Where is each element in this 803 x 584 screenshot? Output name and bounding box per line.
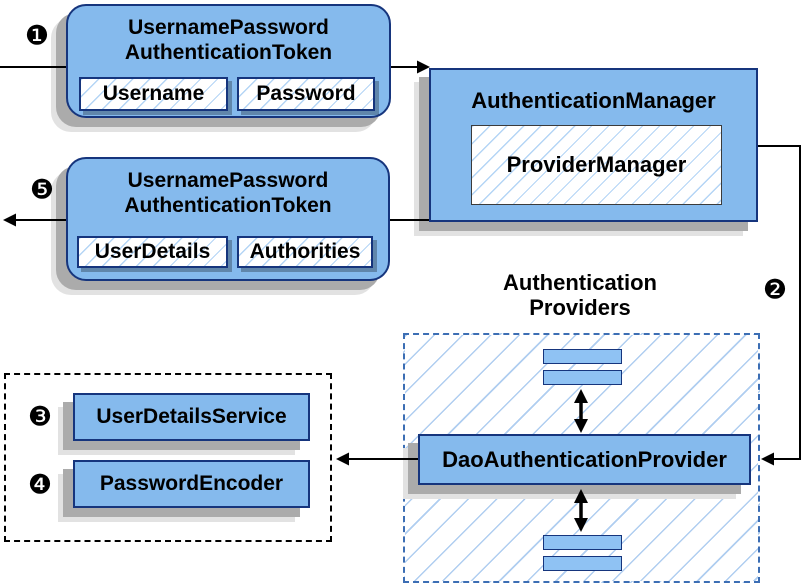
step-1-marker-icon: ❶ bbox=[24, 20, 50, 51]
authentication-manager-title: AuthenticationManager bbox=[471, 88, 716, 113]
provider-stack-bar bbox=[543, 556, 622, 571]
user-details-service-node: UserDetailsService bbox=[73, 393, 310, 441]
step-2-marker-icon: ❷ bbox=[762, 274, 788, 305]
userdetails-field-label: UserDetails bbox=[94, 240, 211, 263]
password-field-label: Password bbox=[256, 82, 356, 105]
dao-authentication-provider-node: DaoAuthenticationProvider bbox=[418, 434, 751, 485]
password-encoder-label: PasswordEncoder bbox=[99, 472, 284, 495]
dao-authentication-provider-label: DaoAuthenticationProvider bbox=[442, 446, 727, 472]
arrow-left-icon bbox=[3, 213, 16, 227]
step-3-marker-icon: ❸ bbox=[27, 401, 53, 432]
step-4-marker-icon: ❹ bbox=[27, 469, 53, 500]
username-field-label: Username bbox=[102, 82, 205, 105]
token-response-node: UsernamePassword AuthenticationToken bbox=[66, 157, 390, 281]
provider-manager-label: ProviderManager bbox=[506, 152, 687, 177]
token-request-title: UsernamePassword AuthenticationToken bbox=[124, 16, 333, 64]
arrow-left-icon bbox=[336, 452, 349, 466]
password-field: Password bbox=[237, 77, 375, 111]
step-5-marker-icon: ❺ bbox=[29, 174, 55, 205]
userdetails-field: UserDetails bbox=[77, 236, 228, 268]
provider-stack-bar bbox=[543, 370, 622, 385]
authorities-field: Authorities bbox=[237, 236, 373, 268]
password-encoder-node: PasswordEncoder bbox=[73, 460, 310, 508]
token-response-title: UsernamePassword AuthenticationToken bbox=[124, 169, 332, 217]
user-services-group bbox=[4, 373, 332, 542]
username-field: Username bbox=[79, 77, 228, 111]
provider-stack-bar bbox=[543, 349, 622, 364]
user-details-service-label: UserDetailsService bbox=[96, 405, 287, 428]
authorities-field-label: Authorities bbox=[249, 240, 361, 263]
provider-manager-node: ProviderManager bbox=[471, 125, 722, 205]
authentication-providers-label: Authentication Providers bbox=[503, 270, 657, 320]
provider-stack-bar bbox=[543, 535, 622, 550]
arrow-left-icon bbox=[761, 452, 774, 466]
